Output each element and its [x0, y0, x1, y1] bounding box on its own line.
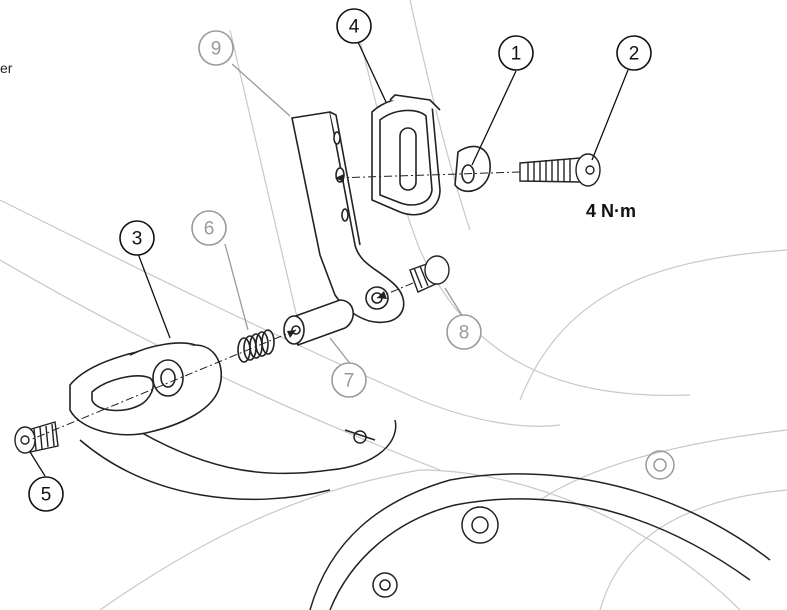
bracket-plate — [291, 111, 405, 324]
lower-frame-housing — [79, 419, 771, 610]
callout-4: 4 — [336, 8, 372, 44]
dropout-clamp — [371, 94, 441, 216]
callout-label: 2 — [629, 44, 640, 65]
callout-label: 6 — [204, 219, 215, 240]
torque-label: 4 N·m — [586, 201, 636, 221]
callout-label: 8 — [459, 323, 470, 344]
callout-6: 6 — [191, 210, 227, 246]
sleeve — [283, 299, 354, 347]
axis-arrow-low — [287, 330, 296, 338]
callout-label: 5 — [41, 485, 52, 506]
callout-label: 7 — [344, 371, 355, 392]
callout-1: 1 — [498, 35, 534, 71]
callout-2: 2 — [616, 35, 652, 71]
hanger-body — [69, 342, 222, 436]
callout-9: 9 — [198, 30, 234, 66]
callout-label: 3 — [132, 229, 143, 250]
cropped-edge-text: er — [0, 60, 13, 76]
callout-5: 5 — [28, 476, 64, 512]
small-screw — [14, 421, 59, 454]
callout-8: 8 — [446, 314, 482, 350]
callout-label: 9 — [211, 39, 222, 60]
callout-label: 1 — [511, 44, 522, 65]
callout-7: 7 — [331, 362, 367, 398]
long-bolt — [519, 153, 601, 187]
spring — [237, 329, 275, 363]
callout-3: 3 — [119, 220, 155, 256]
axis-arrow-top — [335, 174, 344, 182]
axis-arrow-mid — [377, 291, 387, 299]
leader-lines — [29, 41, 629, 477]
short-bolt — [409, 255, 450, 293]
callout-label: 4 — [349, 17, 360, 38]
conical-washer — [454, 145, 491, 193]
